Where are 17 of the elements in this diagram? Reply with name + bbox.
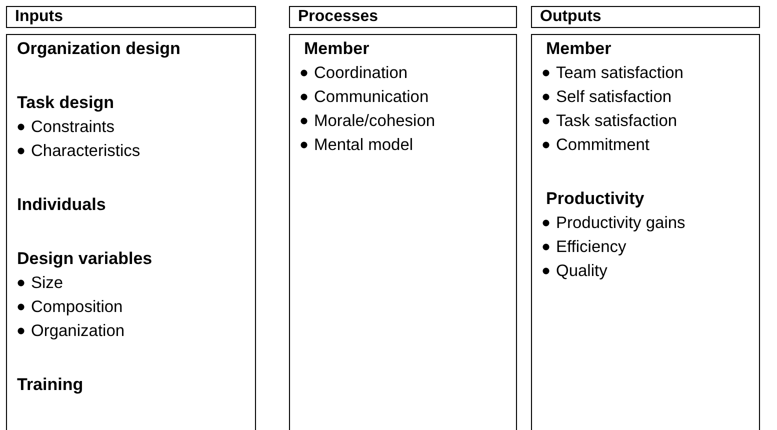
section-heading: Productivity (546, 188, 644, 210)
section-heading: Design variables (17, 248, 152, 270)
column-header (289, 6, 517, 28)
column-panel (531, 34, 760, 430)
column-header (6, 6, 256, 28)
column-title: Outputs (540, 8, 602, 26)
section-heading: Member (546, 38, 612, 60)
section-heading: Task design (17, 92, 114, 114)
section-heading: Member (304, 38, 370, 60)
column-panel (289, 34, 517, 430)
column-header (531, 6, 760, 28)
section-heading: Individuals (17, 194, 106, 216)
section-heading: Organization design (17, 38, 180, 60)
column-panel (6, 34, 256, 430)
column-title: Inputs (15, 8, 63, 26)
section-heading: Training (17, 374, 84, 396)
column-title: Processes (298, 8, 378, 26)
